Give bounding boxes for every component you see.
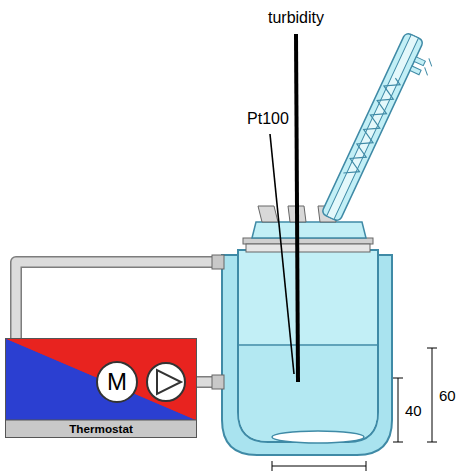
dimension-line	[272, 348, 437, 471]
motor-symbol: M	[96, 361, 138, 403]
liquid-level	[239, 344, 377, 346]
lid	[252, 222, 366, 238]
reactor-vessel	[238, 250, 378, 442]
liquid	[239, 346, 377, 441]
jacket-nozzle	[212, 255, 224, 269]
device-label: Thermostat	[5, 421, 197, 437]
dimension-value: 60	[439, 387, 456, 404]
dimension-value: 40	[405, 402, 422, 419]
probe-label: Pt100	[247, 110, 289, 128]
jacket-nozzle	[212, 375, 224, 389]
lid-ring	[246, 244, 370, 252]
condenser	[321, 32, 440, 229]
motor-letter: M	[107, 370, 127, 394]
probe-label: turbidity	[268, 9, 324, 27]
lid-ring	[243, 238, 373, 244]
pt100-probe	[270, 134, 294, 374]
thermostat-box: Thermostat M	[5, 338, 197, 438]
bottom-disc	[272, 431, 364, 443]
turbidity-probe	[296, 34, 298, 382]
